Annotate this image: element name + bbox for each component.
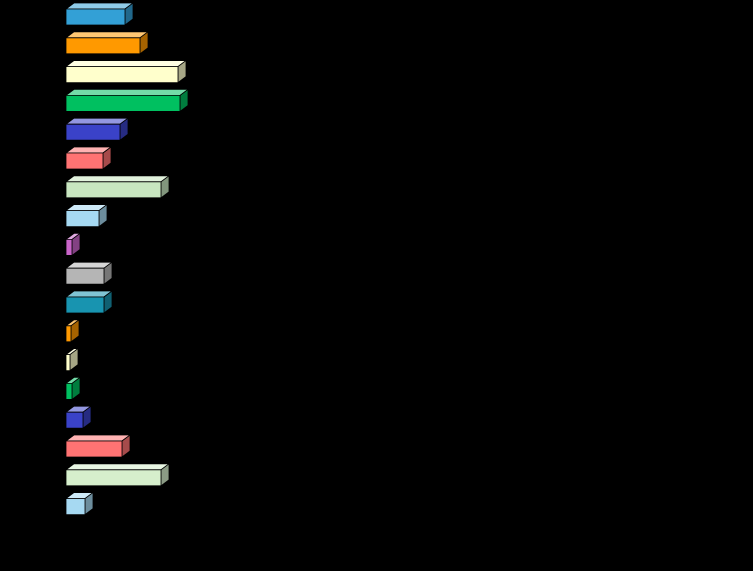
bar-7-top-face xyxy=(64,175,171,183)
bar-2-top-face xyxy=(64,31,150,39)
bar-5-top-face xyxy=(64,117,130,125)
bar-14 xyxy=(64,376,82,401)
bar-14-front-face xyxy=(65,382,73,400)
bar-9-front-face xyxy=(65,238,73,256)
bar-16-top-face xyxy=(64,434,132,442)
bar-17-top-face xyxy=(64,463,171,471)
bar-5-front-face xyxy=(65,123,121,141)
bar-4-top-face xyxy=(64,89,190,96)
bar-13-front-face xyxy=(65,354,71,372)
bar-16 xyxy=(64,434,132,458)
bar-18 xyxy=(64,491,95,516)
bar-8 xyxy=(64,203,109,228)
bar-5 xyxy=(64,117,130,141)
bar-2-front-face xyxy=(65,37,141,55)
bar-16-front-face xyxy=(65,440,123,458)
bar-10-front-face xyxy=(65,267,105,285)
bar-4-front-face xyxy=(65,95,181,112)
bar-13 xyxy=(64,347,80,372)
bar-1 xyxy=(64,2,135,26)
bar-7 xyxy=(64,175,171,199)
bar-3-top-face xyxy=(64,60,188,67)
bar-18-front-face xyxy=(65,498,86,515)
bar-11-front-face xyxy=(65,296,105,314)
bar-3 xyxy=(64,59,188,84)
bar-9 xyxy=(64,232,82,257)
bar-1-front-face xyxy=(65,8,126,26)
bar-2 xyxy=(64,30,150,55)
bar-12-front-face xyxy=(65,325,72,343)
bar-17 xyxy=(64,462,171,487)
bar-3-front-face xyxy=(65,66,179,83)
bar-8-front-face xyxy=(65,210,100,228)
bar-4 xyxy=(64,88,190,113)
bar-1-top-face xyxy=(64,2,135,10)
bar-15 xyxy=(64,405,93,430)
bar-6 xyxy=(64,146,113,170)
bar-7-front-face xyxy=(65,181,162,199)
bar-10 xyxy=(64,261,114,286)
bar-11 xyxy=(64,290,114,314)
bar-12 xyxy=(64,318,81,343)
bar-17-front-face xyxy=(65,469,162,487)
bar-6-front-face xyxy=(65,152,104,170)
bar-15-front-face xyxy=(65,411,84,429)
